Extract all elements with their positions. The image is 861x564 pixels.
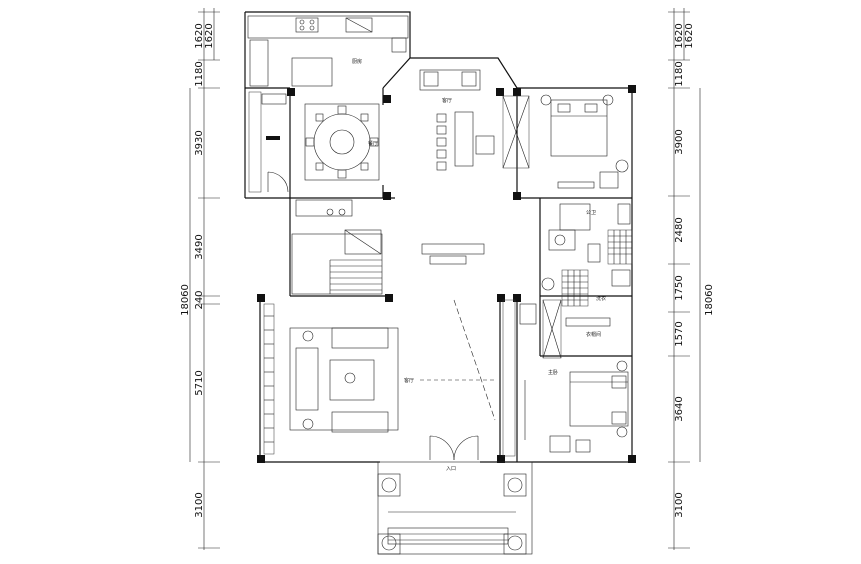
bathroom-block: 公卫 洗衣: [541, 203, 633, 307]
cloak-room: 衣帽间: [519, 299, 611, 359]
right-dimension-chain: 1620 1620 1180 3900 2480 1750 1570 3640 …: [668, 8, 715, 550]
kitchen: 厨房: [247, 15, 409, 87]
dim-right-total: 18060: [704, 284, 715, 316]
dim-left-bottom: 3100: [194, 492, 205, 517]
dim-right-r3: 2480: [674, 217, 685, 242]
entry-porch: 入口: [377, 461, 533, 555]
room-label-bath: 公卫: [586, 210, 596, 216]
structural-columns: [257, 85, 636, 463]
family-room: 客厅: [295, 69, 495, 265]
dim-right-r1: 1180: [674, 61, 685, 86]
room-label-cloak: 衣帽间: [586, 331, 601, 338]
room-label-living: 客厅: [404, 377, 414, 384]
room-label-entry: 入口: [446, 466, 456, 472]
exterior-walls: [244, 11, 633, 463]
master-bedroom: 主卧: [502, 299, 629, 457]
dim-right-top1: 1620: [674, 23, 685, 48]
dim-left-r1: 1180: [194, 61, 205, 86]
dim-left-top1: 1620: [194, 23, 205, 48]
living-room: 客厅: [263, 299, 496, 461]
dim-right-r6: 3640: [674, 396, 685, 421]
room-label-dining: 餐厅: [368, 140, 378, 147]
staircase: [291, 229, 383, 295]
dim-left-r3: 3490: [194, 234, 205, 259]
dim-right-r4: 1750: [674, 275, 685, 300]
room-label-kitchen: 厨房: [352, 58, 362, 65]
left-dimension-chain: 1620 1620 1180 3930 3490 240 5710 18060 …: [180, 8, 220, 550]
room-label-laundry: 洗衣: [596, 295, 606, 302]
dim-left-r4: 240: [194, 290, 205, 309]
dim-left-total: 18060: [180, 284, 191, 316]
dim-right-r5: 1570: [674, 321, 685, 346]
guest-bedroom: [502, 94, 629, 189]
dim-left-r2: 3930: [194, 130, 205, 155]
dim-left-r5: 5710: [194, 370, 205, 395]
room-label-family: 客厅: [442, 97, 452, 104]
dim-right-bottom: 3100: [674, 492, 685, 517]
room-label-master: 主卧: [548, 369, 558, 376]
dining-room: 餐厅: [248, 91, 380, 193]
dim-left-top2: 1620: [204, 23, 215, 48]
dim-right-top2: 1620: [684, 23, 695, 48]
dim-right-r2: 3900: [674, 129, 685, 154]
